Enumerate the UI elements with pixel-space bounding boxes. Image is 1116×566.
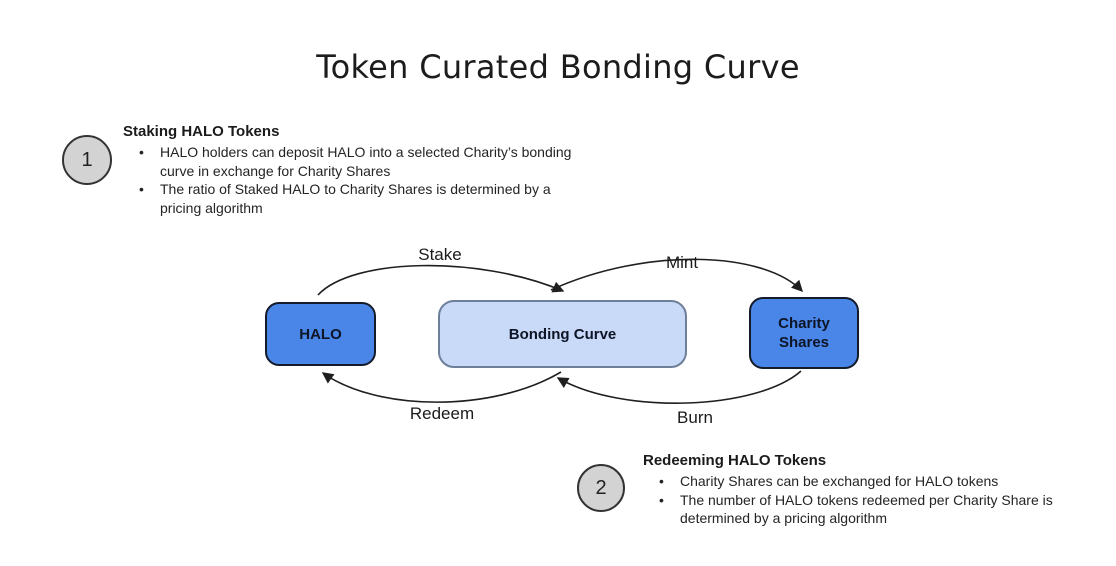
page-title: Token Curated Bonding Curve (316, 48, 800, 86)
bullet-item: The ratio of Staked HALO to Charity Shar… (123, 180, 588, 217)
step-2-number: 2 (595, 476, 607, 499)
edge-label-burn: Burn (677, 408, 713, 427)
edge-label-redeem: Redeem (409, 404, 475, 423)
arrow-stake (317, 264, 565, 296)
bullet-list: Charity Shares can be exchanged for HALO… (643, 472, 1068, 528)
edge-label-stake: Stake (418, 245, 462, 264)
node-label: HALO (299, 325, 342, 343)
annotation-redeeming: Redeeming HALO Tokens Charity Shares can… (643, 452, 1103, 528)
edge-label-mint: Mint (665, 253, 699, 272)
arrow-burn (556, 370, 802, 404)
node-bonding-curve: Bonding Curve (438, 300, 687, 368)
bullet-item: The number of HALO tokens redeemed per C… (643, 491, 1068, 528)
node-halo: HALO (265, 302, 376, 366)
arrow-redeem (321, 371, 562, 403)
step-1-badge: 1 (62, 135, 112, 185)
bullet-item: Charity Shares can be exchanged for HALO… (643, 472, 1068, 491)
annotation-staking: Staking HALO Tokens HALO holders can dep… (123, 123, 623, 217)
bullet-list: HALO holders can deposit HALO into a sel… (123, 143, 588, 217)
node-label: Charity Shares (778, 315, 830, 351)
annotation-heading: Redeeming HALO Tokens (643, 452, 827, 469)
bullet-item: HALO holders can deposit HALO into a sel… (123, 143, 588, 180)
step-2-badge: 2 (577, 464, 625, 512)
annotation-heading: Staking HALO Tokens (123, 123, 280, 140)
node-label: Bonding Curve (508, 325, 617, 343)
step-1-number: 1 (81, 148, 93, 171)
node-charity-shares: Charity Shares (749, 297, 859, 369)
